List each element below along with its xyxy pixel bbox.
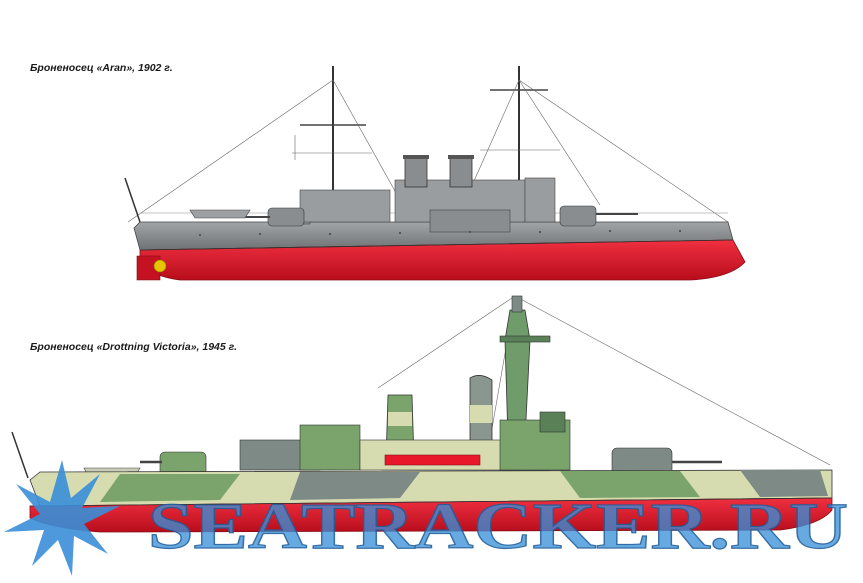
watermark-logo: SEATRACKER.RU xyxy=(4,460,849,576)
watermark-text: SEATRACKER.RU xyxy=(148,490,848,563)
caption-drottning-victoria-1945: Броненосец «Drottning Victoria», 1945 г. xyxy=(30,341,238,353)
starburst-icon xyxy=(4,460,120,576)
ship-drottning-victoria xyxy=(11,295,833,533)
caption-aran-1902: Броненосец «Aran», 1902 г. xyxy=(30,62,173,74)
ship-aran xyxy=(124,66,746,281)
